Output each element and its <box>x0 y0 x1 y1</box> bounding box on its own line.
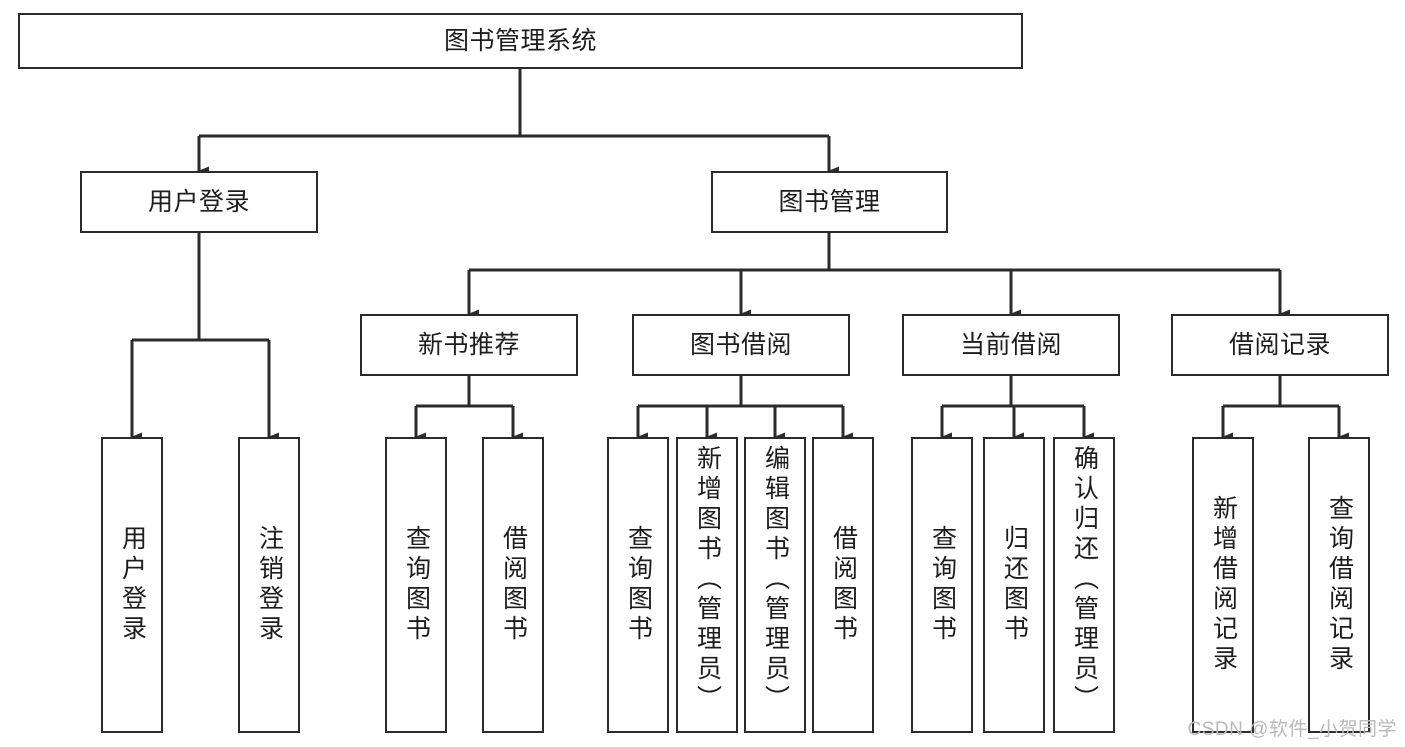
node-leaf-return-book[interactable]: 归还图书 <box>983 437 1045 733</box>
connector-layer <box>130 69 1349 442</box>
node-label: 查询借阅记录 <box>1325 495 1354 675</box>
node-current-borrow[interactable]: 当前借阅 <box>902 314 1120 376</box>
node-leaf-user-login[interactable]: 用户登录 <box>101 437 163 733</box>
node-leaf-add-book[interactable]: 新增图书（管理员） <box>676 437 738 733</box>
node-book-borrow[interactable]: 图书借阅 <box>632 314 850 376</box>
node-label: 图书借阅 <box>689 330 792 359</box>
node-label: 注销登录 <box>255 525 284 645</box>
node-leaf-confirm-return[interactable]: 确认归还（管理员） <box>1053 437 1115 733</box>
node-user-login[interactable]: 用户登录 <box>80 171 318 233</box>
node-leaf-borrow-book-rec[interactable]: 借阅图书 <box>482 437 544 733</box>
node-label: 查询图书 <box>402 525 431 645</box>
node-label: 新增借阅记录 <box>1209 495 1238 675</box>
node-label: 用户登录 <box>118 525 147 645</box>
node-label: 归还图书 <box>1000 525 1029 645</box>
node-book-manage[interactable]: 图书管理 <box>711 171 948 233</box>
node-leaf-query-book-bw[interactable]: 查询图书 <box>607 437 669 733</box>
node-new-book-recommend[interactable]: 新书推荐 <box>360 314 578 376</box>
node-label: 借阅图书 <box>829 525 858 645</box>
node-label: 用户登录 <box>147 187 250 216</box>
node-label: 新增图书（管理员） <box>693 445 722 715</box>
node-label: 借阅图书 <box>499 525 528 645</box>
node-label: 查询图书 <box>928 525 957 645</box>
node-borrow-record[interactable]: 借阅记录 <box>1171 314 1389 376</box>
node-root[interactable]: 图书管理系统 <box>18 13 1023 69</box>
node-label: 图书管理 <box>778 187 881 216</box>
node-label: 查询图书 <box>624 525 653 645</box>
node-label: 编辑图书（管理员） <box>761 445 790 715</box>
node-label: 新书推荐 <box>417 330 520 359</box>
node-leaf-query-book-rec[interactable]: 查询图书 <box>385 437 447 733</box>
node-label: 当前借阅 <box>959 330 1062 359</box>
node-label: 借阅记录 <box>1228 330 1331 359</box>
node-leaf-query-book-cb[interactable]: 查询图书 <box>911 437 973 733</box>
node-leaf-edit-book[interactable]: 编辑图书（管理员） <box>744 437 806 733</box>
node-label: 确认归还（管理员） <box>1070 445 1099 715</box>
node-leaf-query-record[interactable]: 查询借阅记录 <box>1308 437 1370 733</box>
node-leaf-add-record[interactable]: 新增借阅记录 <box>1192 437 1254 733</box>
node-leaf-borrow-book-bw[interactable]: 借阅图书 <box>812 437 874 733</box>
node-label: 图书管理系统 <box>443 26 597 55</box>
node-leaf-logout[interactable]: 注销登录 <box>238 437 300 733</box>
